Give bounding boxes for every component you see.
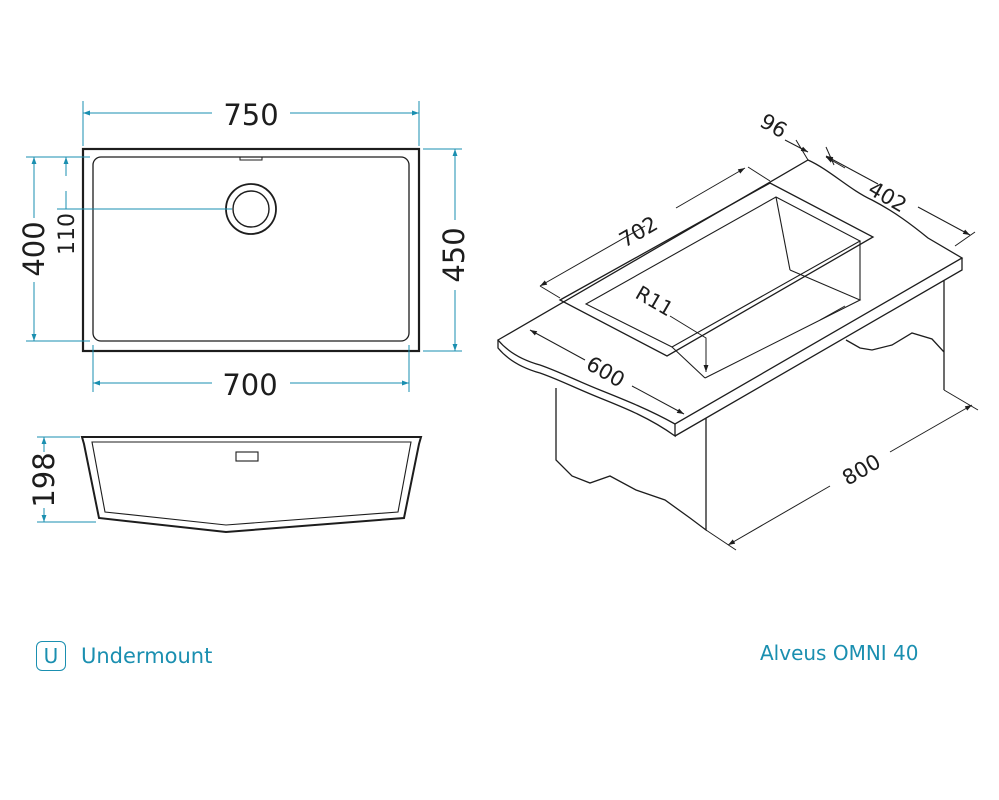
model-name: Alveus OMNI 40 [760, 641, 919, 665]
dim-drain-offset-label: 110 [55, 213, 80, 255]
dim-702-ext-left [539, 285, 561, 299]
dim-800-line-2 [889, 404, 973, 453]
countertop-right-edge [674, 258, 963, 437]
dim-800-line [727, 485, 831, 546]
side-overflow-slot [235, 451, 259, 462]
dim-702-line [539, 225, 646, 287]
side-view: 198 [27, 436, 423, 534]
dim-overall-depth-label: 450 [437, 227, 471, 282]
top-view: 750 700 450 400 110 [17, 98, 471, 402]
dim-702-ext-right [747, 166, 771, 182]
dim-96-line [784, 139, 809, 153]
dim-800-ext-left [705, 529, 737, 551]
dim-96-ext-b [825, 146, 835, 166]
dim-702-line-2 [675, 167, 746, 209]
undermount-icon: U [36, 641, 66, 671]
dim-96-line-2 [825, 156, 846, 169]
dim-600-line [529, 329, 586, 361]
cabinet-left-panel [555, 388, 707, 532]
overflow-slot [239, 156, 263, 161]
dim-overall-width-label: 750 [223, 98, 278, 132]
dim-r11-leader [669, 315, 709, 372]
dim-402-ext [954, 231, 976, 247]
dim-800-ext-right [943, 389, 979, 411]
sink-side-profile [80, 436, 423, 534]
dim-bowl-width-label: 700 [222, 368, 277, 402]
sink-side-inner [91, 441, 412, 526]
bowl-floor [704, 269, 862, 379]
dim-height-label: 198 [27, 452, 61, 507]
dim-length-label: 702 [615, 212, 662, 253]
bowl-front-corner [671, 346, 706, 379]
dim-bowl-depth-label: 400 [17, 221, 51, 276]
dim-flange-label: 96 [756, 109, 791, 143]
dim-600-line-2 [631, 385, 685, 415]
countertop-front-edge [497, 340, 676, 438]
isometric-view: 702 96 402 R11 600 800 [497, 109, 979, 551]
sink-rim-outer [558, 182, 875, 357]
dim-402-line-2 [917, 206, 971, 236]
sink-outer-outline [81, 147, 421, 353]
countertop-surface [497, 159, 964, 425]
dim-cabinet-label: 800 [838, 450, 885, 491]
drain-inner [232, 190, 270, 228]
bowl-drain-mark [819, 305, 846, 321]
dim-402-line [825, 155, 879, 185]
dim-96-ext-a [795, 139, 809, 161]
bowl-back-corner [775, 196, 791, 271]
cabinet-right-panel [845, 280, 945, 390]
mount-type-label: Undermount [81, 644, 213, 668]
mount-type-legend: U Undermount [36, 639, 212, 673]
